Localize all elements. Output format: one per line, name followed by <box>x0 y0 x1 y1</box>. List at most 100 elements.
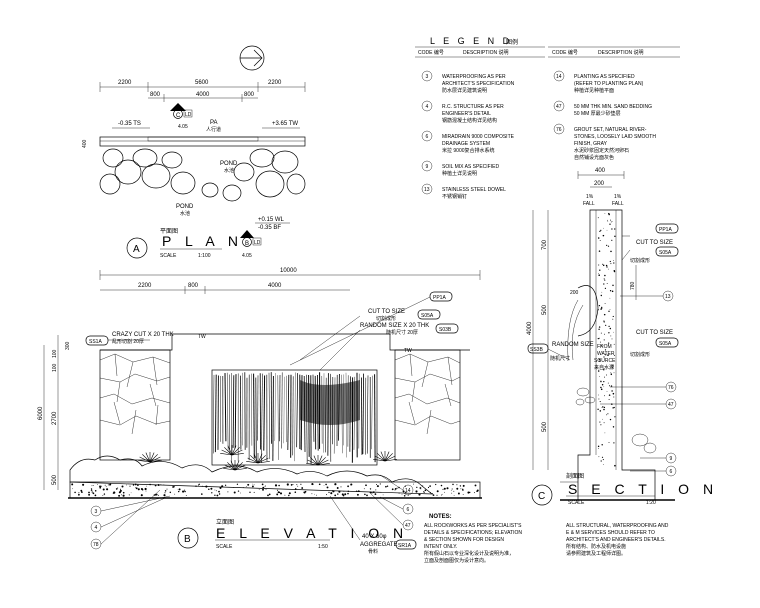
legend-left-code-3-label: 3 <box>426 74 429 80</box>
sec-fall-right: FALL <box>612 201 624 207</box>
plan-dim-800-left: 800 <box>150 92 161 98</box>
legend-left-desc-4-0: R.C. STRUCTURE AS PER <box>442 104 504 110</box>
plan-pond-2: POND <box>176 204 194 210</box>
sec-tag-pp1a: PP1A <box>655 223 679 234</box>
legend-left-desc-13-0: STAINLESS STEEL DOWEL <box>442 187 506 193</box>
elev-random-label-cn: 随机尺寸 20厚 <box>386 329 418 336</box>
elev-dim-500: 500 <box>52 474 58 485</box>
legend-right-desc-14-1: (REFER TO PLANTING PLAN) <box>574 81 644 87</box>
elev-aggregate-label: AGGREGATE <box>360 542 398 548</box>
section-view: 400 200 1% FALL 1% FALL 4000 700 500 500 <box>527 168 718 506</box>
svg-text:PP1A: PP1A <box>659 227 672 233</box>
legend-left-code-9-label: 9 <box>426 164 429 170</box>
legend-left-code-6-label: 6 <box>426 134 429 140</box>
legend-col-code-right: CODE 编号 <box>552 49 578 56</box>
elev-gravel <box>71 483 479 497</box>
elev-dim-100b: 100 <box>52 349 58 358</box>
sec-dim-500a: 500 <box>542 304 548 315</box>
tag-ss1a: SS1A <box>85 335 109 346</box>
legend-right-desc-47-1: 50 MM 厚最少砂垫层 <box>574 110 621 117</box>
tag-s05a: S05A <box>417 309 441 320</box>
elev-dim-2700: 2700 <box>52 411 58 425</box>
sec-callout-76-label: 76 <box>668 385 674 391</box>
elev-tw-label-right: TW <box>404 348 412 354</box>
legend-left-code-13-label: 13 <box>424 187 430 193</box>
elev-aggregate-label-cn: 骨料 <box>368 548 378 555</box>
sec-concrete-hatch <box>597 212 616 467</box>
sec-callout-47: 47 <box>665 398 677 410</box>
legend-title: L E G E N D <box>430 36 512 46</box>
sec-callout-76: 76 <box>665 381 677 393</box>
elev-plants <box>138 445 397 471</box>
section-marker-b: B LD 4.05 <box>240 230 262 259</box>
plan-label-ts: -0.35 TS <box>118 121 141 127</box>
legend-left-desc-3-1: ARCHITECT'S SPECIFICATION <box>442 81 515 87</box>
legend-left-desc-9-0: SOIL MIX AS SPECIFIED <box>442 164 499 170</box>
sec-dim-right-780: 780 <box>630 281 636 290</box>
notes-left-line-3: INTENT ONLY. <box>424 544 457 550</box>
tag-pp1a: PP1A <box>429 291 453 302</box>
sec-title-circle: C <box>538 491 545 502</box>
notes: NOTES: ALL ROCKWORKS AS PER SPECIALIST'S… <box>424 514 669 564</box>
legend-left-code-9: 9 <box>421 160 433 172</box>
plan-label-pa-cn: 人行道 <box>206 126 221 133</box>
sec-dim-4000: 4000 <box>527 321 533 335</box>
tag-s03b: S03B <box>435 323 459 334</box>
sec-cut-label-cn-2: 切割成形 <box>630 351 650 358</box>
svg-text:S05A: S05A <box>659 341 672 347</box>
sec-fall-right-val: 1% <box>614 194 622 200</box>
plan-dim-2200-right: 2200 <box>268 80 282 86</box>
notes-left-line-5: 立面及剖面图仅为设计意向。 <box>424 557 489 564</box>
plan-pond-2-cn: 水池 <box>180 210 190 217</box>
elev-dim-300: 300 <box>65 341 71 350</box>
svg-text:LD: LD <box>254 240 261 246</box>
sec-callout-13: 13 <box>662 290 674 302</box>
north-arrow-icon <box>239 45 265 71</box>
legend-left-desc-6-1: DRAINAGE SYSTEM <box>442 141 490 147</box>
sec-dim-400: 400 <box>595 168 606 174</box>
notes-right-line-2: ARCHITECT'S AND ENGINEER'S DETAILS. <box>566 537 666 543</box>
plan-dim-5600: 5600 <box>195 80 209 86</box>
elev-rocks <box>69 455 434 495</box>
legend-right-code-76-label: 76 <box>556 127 562 133</box>
elev-crazy-paving <box>99 353 461 435</box>
svg-text:4.05: 4.05 <box>178 124 188 130</box>
elev-cut-label: CUT TO SIZE <box>368 309 405 315</box>
plan-rocks <box>99 148 306 202</box>
sec-callout-6: 6 <box>665 465 677 477</box>
notes-left-line-0: ALL ROCKWORKS AS PER SPECIALIST'S <box>424 523 522 529</box>
notes-left-line-2: & SECTION SHOWN FOR DESIGN <box>424 537 504 543</box>
legend-right-desc-76-0: GROUT SET, NATURAL RIVER- <box>574 127 647 133</box>
plan-title: P L A N <box>162 233 243 249</box>
legend-right-desc-14-0: PLANTING AS SPECIFIED <box>574 74 635 80</box>
svg-text:C: C <box>176 113 181 119</box>
plan-dim-800-right: 800 <box>244 92 255 98</box>
plan-label-wl: +0.15 WL <box>258 217 285 223</box>
sec-river-stones <box>575 387 657 454</box>
sec-dim-700: 700 <box>542 239 548 250</box>
legend-left-desc-4-1: ENGINEER'S DETAIL <box>442 111 491 117</box>
plan-label-tw: +3.65 TW <box>272 121 298 127</box>
sec-callout-47-label: 47 <box>668 402 674 408</box>
legend-right-desc-76-2: FINISH, GRAY <box>574 141 608 147</box>
legend-right-desc-47-0: 50 MM THK MIN. SAND BEDDING <box>574 104 652 110</box>
sec-title: S E C T I O N <box>568 481 718 497</box>
sec-scale-value: 1:20 <box>646 500 656 506</box>
elev-callout-3-label: 3 <box>95 509 98 515</box>
legend-title-cn: 图例 <box>506 38 518 46</box>
sec-fall-left: FALL <box>583 201 595 207</box>
elev-callout-6: 6 <box>402 503 414 515</box>
sec-callout-6-label: 6 <box>670 469 673 475</box>
svg-text:S03B: S03B <box>439 327 452 333</box>
elev-dim-800: 800 <box>188 283 199 289</box>
sec-from-3: SOURCE <box>594 358 616 364</box>
plan-scale-value: 1:100 <box>198 253 211 259</box>
svg-text:PP1A: PP1A <box>433 295 446 301</box>
water-curtain <box>212 372 376 464</box>
elev-callout-3: 3 <box>90 505 102 517</box>
legend-left-desc-3-0: WATERPROOFING AS PER <box>442 74 506 80</box>
